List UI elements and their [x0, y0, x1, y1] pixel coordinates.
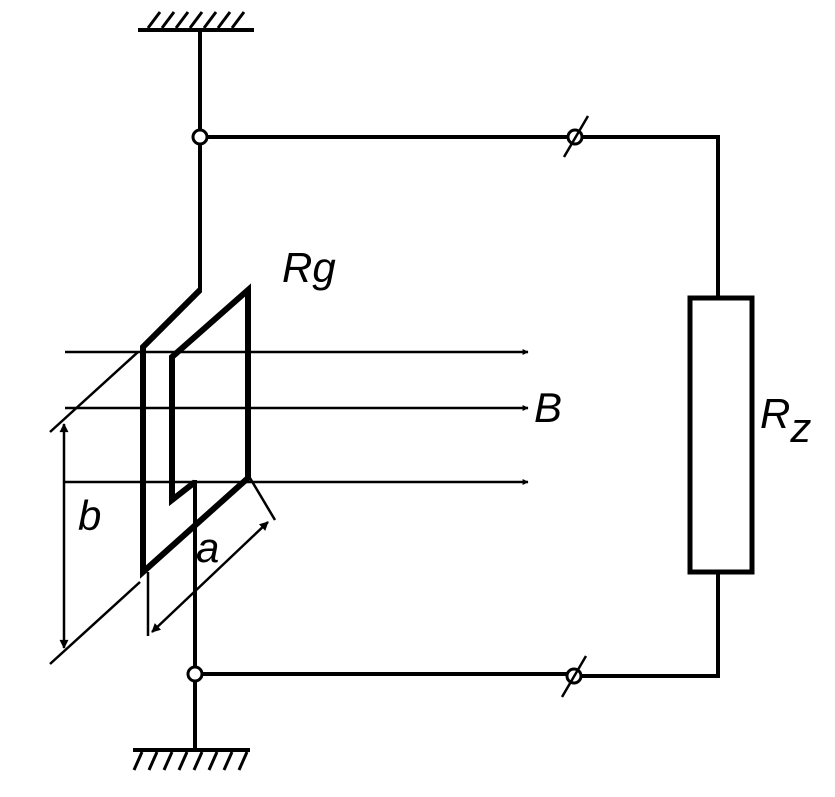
dimension-a [146, 477, 277, 636]
label-rz: Rz [760, 390, 811, 451]
bottom-node [186, 665, 204, 683]
label-rz-main: R [760, 390, 790, 437]
dimension-b [49, 351, 141, 665]
ground-top [138, 11, 254, 32]
label-rz-sub: z [789, 404, 811, 451]
circuit-wires [193, 28, 720, 752]
ground-bottom [132, 748, 250, 771]
conductor-loop [140, 283, 251, 579]
label-b-dimension: b [78, 492, 101, 539]
bottom-terminal [560, 655, 588, 698]
top-node [191, 128, 209, 146]
label-a-dimension: a [196, 524, 219, 571]
label-rg: Rg [282, 244, 336, 291]
top-terminal [562, 115, 590, 158]
load-resistor [687, 295, 755, 575]
field-lines [65, 349, 529, 485]
label-b-field: B [534, 384, 562, 431]
